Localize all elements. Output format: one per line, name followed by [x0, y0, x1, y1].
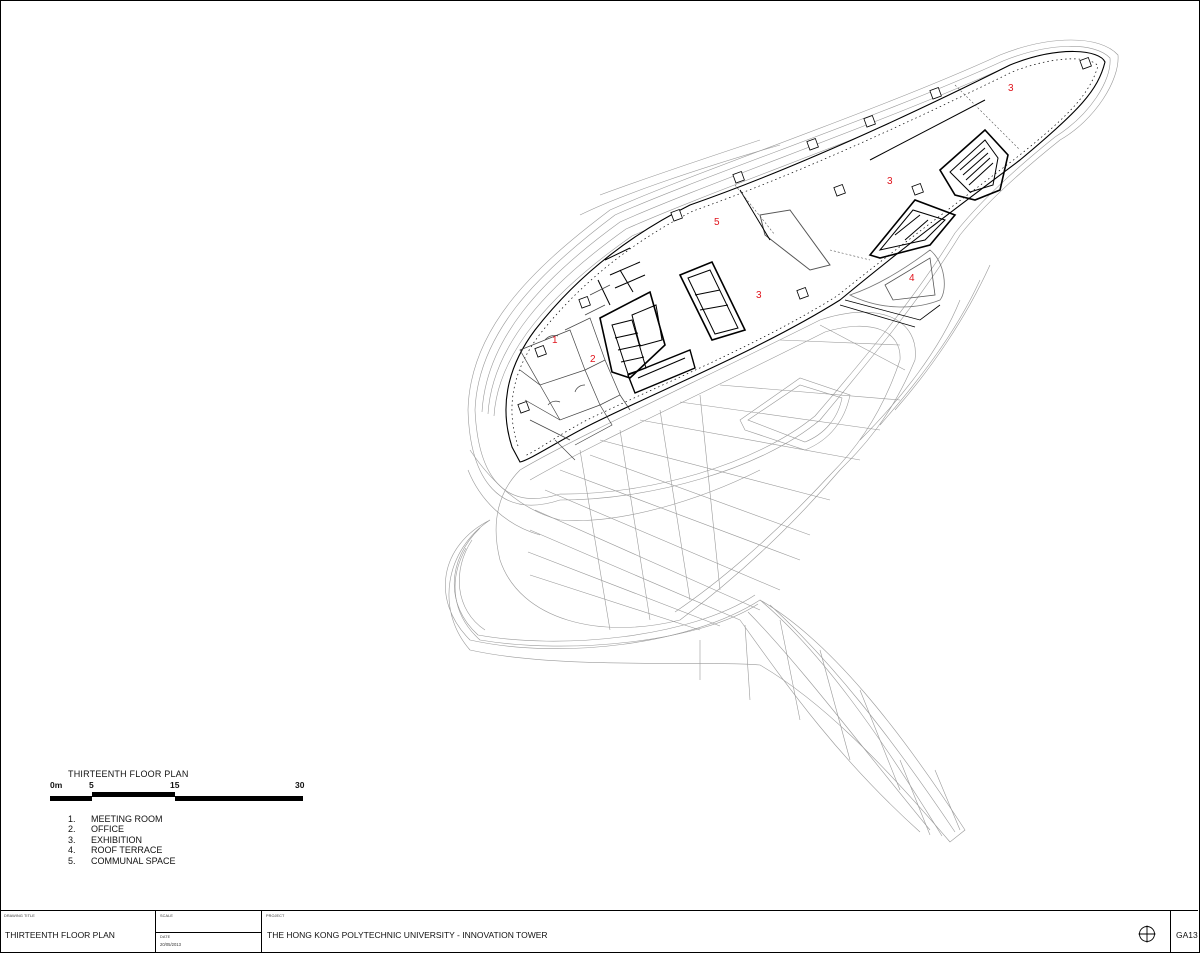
key-item-label: ROOF TERRACE — [91, 845, 163, 856]
key-item-number: 4. — [68, 845, 76, 856]
key-item-label: COMMUNAL SPACE — [91, 855, 176, 866]
roof-terrace-edge — [839, 249, 945, 328]
plan-legend-title: THIRTEENTH FLOOR PLAN — [68, 769, 189, 779]
scale-bar-segment — [92, 792, 175, 797]
project-cell: PROJECT THE HONG KONG POLYTECHNIC UNIVER… — [262, 911, 1171, 952]
tower-massing-linework — [445, 519, 966, 843]
structural-columns — [517, 57, 1092, 414]
room-number-office: 2 — [590, 354, 596, 365]
key-item-number: 1. — [68, 814, 76, 824]
title-block: DRAWING TITLE THIRTEENTH FLOOR PLAN SCAL… — [0, 910, 1198, 952]
drawing-title-caption: DRAWING TITLE — [4, 914, 35, 918]
key-item: 2. OFFICE — [68, 824, 176, 834]
key-item-number: 2. — [68, 824, 76, 835]
key-item-label: EXHIBITION — [91, 834, 143, 845]
key-item-label: MEETING ROOM — [91, 814, 163, 824]
scale-caption: SCALE — [160, 914, 173, 918]
key-item-label: OFFICE — [91, 824, 124, 835]
drawing-title: THIRTEENTH FLOOR PLAN — [5, 930, 115, 940]
scale-bar-segment — [50, 796, 92, 801]
scale-bar-segment — [175, 796, 303, 801]
room-number-communal: 5 — [714, 217, 720, 228]
room-number-roof-terrace: 4 — [909, 273, 915, 284]
zone-boundaries — [734, 84, 1021, 261]
scale-date-divider — [156, 932, 261, 933]
key-item: 4. ROOF TERRACE — [68, 845, 176, 855]
drawing-date: 20/05/2013 — [160, 942, 181, 947]
scale-date-cell: SCALE DATE 20/05/2013 — [156, 911, 262, 952]
scale-bar — [50, 792, 303, 802]
office-partitions — [519, 284, 631, 461]
drawing-title-cell: DRAWING TITLE THIRTEENTH FLOOR PLAN — [0, 911, 156, 952]
room-number-exhibition-b: 3 — [887, 176, 893, 187]
key-item: 5. COMMUNAL SPACE — [68, 856, 176, 866]
room-number-meeting-room: 1 — [552, 335, 558, 346]
room-number-exhibition-a: 3 — [1008, 83, 1014, 94]
lower-roof-linework — [495, 311, 916, 631]
key-item: 1. MEETING ROOM — [68, 814, 176, 824]
key-item: 3. EXHIBITION — [68, 835, 176, 845]
scale-label-5: 5 — [89, 780, 94, 790]
building-cores — [597, 99, 1009, 394]
scale-label-15: 15 — [170, 780, 180, 790]
north-arrow-icon — [1138, 925, 1156, 943]
project-caption: PROJECT — [266, 914, 285, 918]
floor-slab-outline — [505, 50, 1106, 463]
room-number-exhibition-c: 3 — [756, 290, 762, 301]
scale-label-0: 0m — [50, 780, 63, 790]
sheet-number: GA13 — [1176, 930, 1198, 940]
date-caption: DATE — [160, 935, 171, 939]
floor-glazing-line — [511, 58, 1099, 457]
scale-label-30: 30 — [295, 780, 305, 790]
key-item-number: 5. — [68, 855, 76, 866]
project-name: THE HONG KONG POLYTECHNIC UNIVERSITY - I… — [267, 930, 548, 940]
key-item-number: 3. — [68, 834, 76, 845]
room-key-list: 1. MEETING ROOM 2. OFFICE 3. EXHIBITION … — [68, 814, 176, 866]
room-number-labels: 3 3 5 3 4 1 2 — [552, 83, 1014, 365]
